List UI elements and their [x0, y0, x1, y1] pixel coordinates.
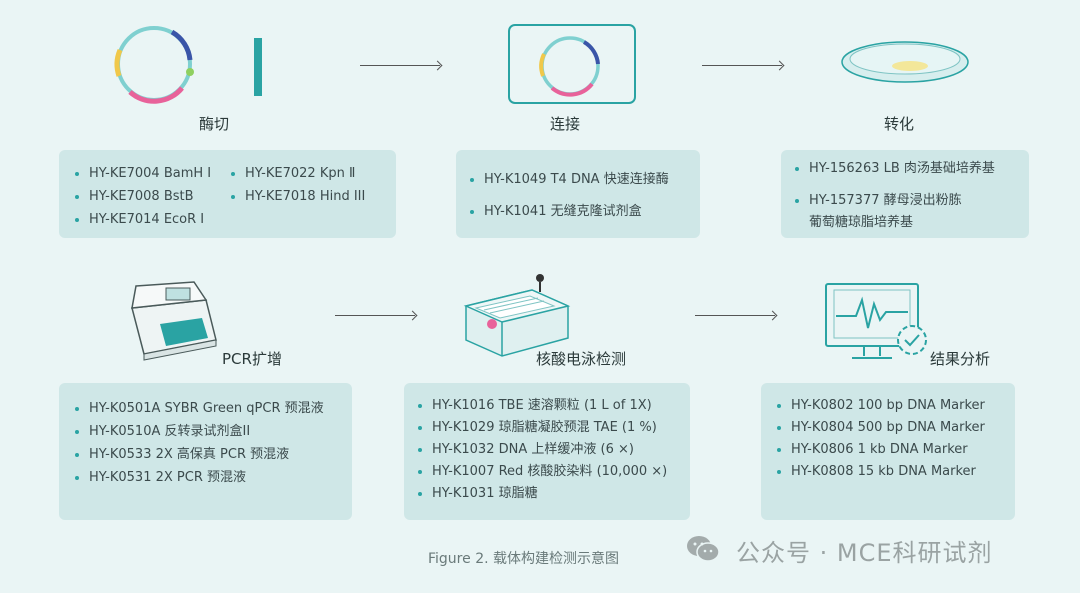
step-label-ligation: 连接 [550, 115, 581, 133]
analysis-product-box: HY-K0802 100 bp DNA Marker HY-K0804 500 … [761, 383, 1015, 520]
wechat-icon [687, 536, 720, 562]
product-item: HY-K0531 2X PCR 预混液 [75, 466, 324, 489]
product-item: HY-K0802 100 bp DNA Marker [777, 395, 985, 417]
product-item: HY-K0804 500 bp DNA Marker [777, 417, 985, 439]
dna-fragment-icon [254, 38, 262, 96]
petri-dish-icon [841, 41, 969, 83]
electrophoresis-tank-icon [463, 274, 571, 357]
product-item: HY-K1007 Red 核酸胶染料 (10,000 ×) [418, 461, 667, 483]
arrow-1 [360, 65, 440, 66]
product-item: HY-KE7004 BamH I [75, 162, 211, 185]
pcr-product-box: HY-K0501A SYBR Green qPCR 预混液 HY-K0510A … [59, 383, 352, 520]
plasmid-icon [114, 26, 194, 104]
product-item: HY-KE7008 BstB [75, 185, 211, 208]
product-item-continued: 葡萄糖琼脂培养基 [809, 215, 914, 230]
product-item: HY-KE7022 Kpn Ⅱ [231, 162, 365, 185]
step-label-pcr: PCR扩增 [222, 350, 282, 368]
arrow-2 [702, 65, 782, 66]
digest-product-box: HY-KE7004 BamH I HY-KE7008 BstB HY-KE701… [59, 150, 396, 238]
pcr-machine-icon [131, 281, 217, 361]
transform-product-box: HY-156263 LB 肉汤基础培养基 HY-157377 酵母浸出粉胨 葡萄… [781, 150, 1029, 238]
arrow-3 [335, 315, 415, 316]
step-label-analysis: 结果分析 [930, 350, 991, 368]
product-item: HY-KE7014 EcoR I [75, 208, 211, 231]
ligation-product-box: HY-K1049 T4 DNA 快速连接酶 HY-K1041 无缝克隆试剂盒 [456, 150, 700, 238]
product-item: HY-K1031 琼脂糖 [418, 483, 667, 505]
step-label-digest: 酶切 [199, 115, 230, 133]
product-item: HY-157377 酵母浸出粉胨 [795, 190, 995, 212]
watermark-text: 公众号 · MCE科研试剂 [736, 539, 993, 567]
ligated-plasmid-icon [508, 24, 636, 104]
product-item: HY-KE7018 Hind III [231, 185, 365, 208]
product-item: HY-K1016 TBE 速溶颗粒 (1 L of 1X) [418, 395, 667, 417]
product-item: HY-K0806 1 kb DNA Marker [777, 439, 985, 461]
product-item: HY-K0808 15 kb DNA Marker [777, 461, 985, 483]
product-item: HY-K1049 T4 DNA 快速连接酶 [470, 164, 669, 196]
step-label-transform: 转化 [884, 115, 915, 133]
product-item: HY-156263 LB 肉汤基础培养基 [795, 158, 995, 180]
product-item: HY-K1032 DNA 上样缓冲液 (6 ×) [418, 439, 667, 461]
electrophoresis-product-box: HY-K1016 TBE 速溶颗粒 (1 L of 1X) HY-K1029 琼… [404, 383, 690, 520]
product-item: HY-K0510A 反转录试剂盒II [75, 420, 324, 443]
product-item: HY-K0533 2X 高保真 PCR 预混液 [75, 443, 324, 466]
monitor-analysis-icon [825, 283, 927, 359]
product-item: HY-K0501A SYBR Green qPCR 预混液 [75, 397, 324, 420]
arrow-4 [695, 315, 775, 316]
product-item: HY-K1041 无缝克隆试剂盒 [470, 196, 669, 228]
step-label-electrophoresis: 核酸电泳检测 [536, 350, 627, 368]
figure-caption: Figure 2. 载体构建检测示意图 [428, 551, 620, 567]
product-item: HY-K1029 琼脂糖凝胶预混 TAE (1 %) [418, 417, 667, 439]
